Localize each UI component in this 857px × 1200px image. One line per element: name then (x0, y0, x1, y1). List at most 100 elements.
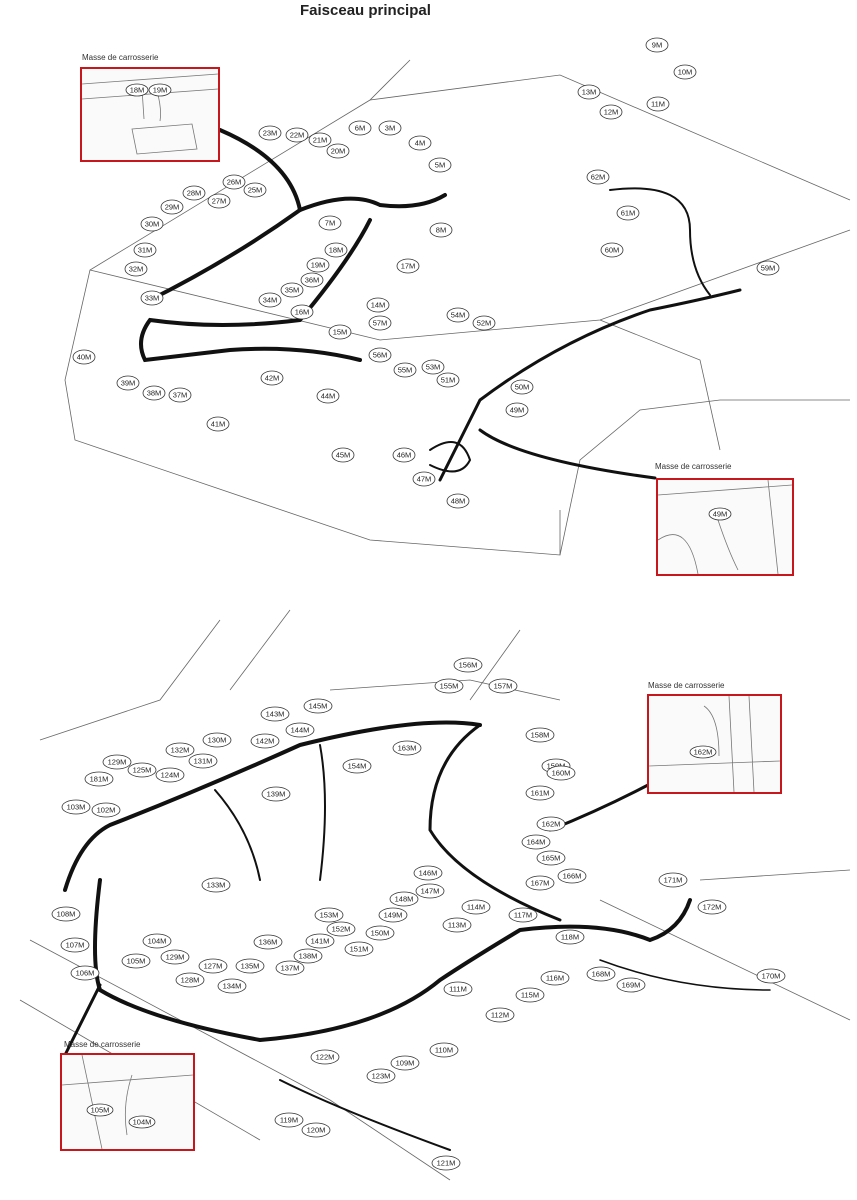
connector-callout: 145M (303, 698, 333, 714)
connector-label: 145M (309, 702, 328, 711)
connector-label: 160M (552, 769, 571, 778)
connector-label: 118M (561, 933, 579, 942)
inset-top-right-sketch: 49M (658, 480, 792, 574)
connector-label: 40M (77, 353, 92, 362)
connector-callout-ellipse (415, 883, 445, 899)
connector-callout: 37M (168, 387, 192, 403)
connector-callout: 163M (392, 740, 422, 756)
connector-callout: 6M (348, 120, 372, 136)
connector-callout-ellipse (201, 877, 231, 893)
connector-callout: 21M (308, 132, 332, 148)
connector-label: 139M (267, 790, 286, 799)
connector-label: 42M (265, 374, 280, 383)
connector-callout: 60M (600, 242, 624, 258)
connector-callout: 155M (434, 678, 464, 694)
connector-label: 111M (449, 985, 467, 994)
connector-callout: 128M (175, 972, 205, 988)
connector-callout: 143M (260, 706, 290, 722)
connector-label: 62M (591, 173, 606, 182)
connector-label: 166M (563, 872, 582, 881)
connector-callout: 16M (290, 304, 314, 320)
connector-label: 3M (385, 124, 395, 133)
connector-callout-ellipse (222, 174, 246, 190)
connector-callout-ellipse (389, 891, 419, 907)
connector-callout: 144M (285, 722, 315, 738)
connector-label: 119M (280, 1116, 298, 1125)
connector-callout: 171M (658, 872, 688, 888)
connector-label: 35M (285, 286, 300, 295)
connector-label: 54M (451, 311, 466, 320)
connector-label: 107M (66, 941, 85, 950)
connector-callout: 164M (521, 834, 551, 850)
connector-callout: 41M (206, 416, 230, 432)
connector-label: 51M (441, 376, 456, 385)
connector-callout-ellipse (508, 907, 538, 923)
connector-callout-ellipse (102, 754, 132, 770)
connector-callout: 125M (127, 762, 157, 778)
connector-callout: 115M (515, 987, 545, 1003)
connector-callout: 3M (378, 120, 402, 136)
connector-label: 4M (415, 139, 425, 148)
connector-callout-ellipse (140, 290, 164, 306)
connector-label: 10M (678, 68, 693, 77)
connector-callout-ellipse (431, 1155, 461, 1171)
connector-callout-ellipse (557, 868, 587, 884)
inset-bottom-right-label: Masse de carrosserie (648, 681, 725, 690)
connector-callout: 120M (301, 1122, 331, 1138)
connector-callout-ellipse (505, 402, 529, 418)
inset-top-left: 18M 19M (80, 67, 220, 162)
connector-callout: 34M (258, 292, 282, 308)
connector-label: 6M (355, 124, 365, 133)
connector-callout: 18M (324, 242, 348, 258)
connector-callout-ellipse (142, 933, 172, 949)
connector-label: 44M (321, 392, 336, 401)
connector-label: 23M (263, 129, 278, 138)
connector-label: 19M (153, 86, 168, 95)
connector-label: 170M (762, 972, 781, 981)
connector-callout-ellipse (250, 733, 280, 749)
connector-label: 19M (311, 261, 326, 270)
connector-label: 56M (373, 351, 388, 360)
connector-callout: 165M (536, 850, 566, 866)
connector-callout-ellipse (697, 899, 727, 915)
connector-label: 29M (165, 203, 180, 212)
connector-callout: 62M (586, 169, 610, 185)
inset-top-left-label: Masse de carrosserie (82, 53, 159, 62)
connector-label: 108M (57, 910, 76, 919)
connector-callout-ellipse (160, 199, 184, 215)
connector-callout-ellipse (140, 216, 164, 232)
connector-callout: 133M (201, 877, 231, 893)
connector-label: 109M (396, 1059, 415, 1068)
inset-top-right: 49M (656, 478, 794, 576)
connector-callout-ellipse (318, 215, 342, 231)
connector-label: 169M (622, 981, 641, 990)
connector-callout-ellipse (72, 349, 96, 365)
connector-label: 59M (761, 264, 776, 273)
connector-callout: 36M (300, 272, 324, 288)
connector-label: 8M (436, 226, 446, 235)
connector-callout-ellipse (408, 135, 432, 151)
connector-callout: 130M (202, 732, 232, 748)
connector-callout-ellipse (342, 758, 372, 774)
connector-callout-ellipse (326, 921, 356, 937)
connector-callout: 127M (198, 958, 228, 974)
connector-label: 36M (305, 276, 320, 285)
connector-label: 128M (181, 976, 200, 985)
connector-callout: 14M (366, 297, 390, 313)
connector-callout-ellipse (175, 972, 205, 988)
connector-label: 115M (521, 991, 539, 1000)
connector-label: 18M (130, 86, 145, 95)
connector-callout: 132M (165, 742, 195, 758)
connector-callout-ellipse (198, 958, 228, 974)
connector-label: 55M (398, 366, 413, 375)
connector-callout-ellipse (488, 678, 518, 694)
connector-label: 156M (459, 661, 478, 670)
connector-callout: 167M (525, 875, 555, 891)
connector-label: 148M (395, 895, 414, 904)
connector-callout-ellipse (515, 987, 545, 1003)
connector-callout-ellipse (546, 765, 576, 781)
connector-callout-ellipse (392, 447, 416, 463)
connector-label: 149M (384, 911, 403, 920)
connector-callout-ellipse (673, 64, 697, 80)
